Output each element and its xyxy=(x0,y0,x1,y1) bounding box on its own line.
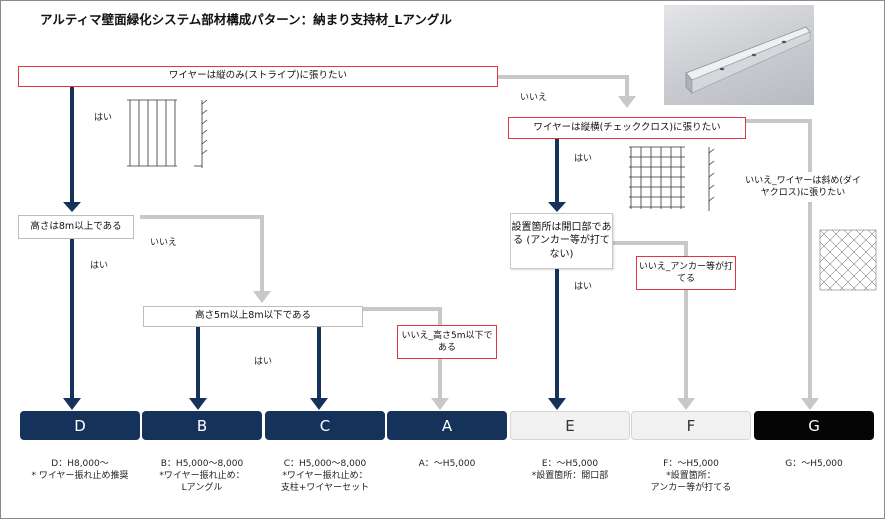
arrow-q1-no xyxy=(497,75,629,97)
no-label-diamond-cross: いいえ_ワイヤーは斜め(ダイヤクロス)に張りたい xyxy=(742,172,864,202)
no-label: いいえ xyxy=(520,93,548,103)
l-angle-image xyxy=(685,26,811,94)
yes-label: はい xyxy=(574,154,593,164)
question-height-over-8m: 高さは8m以上である xyxy=(18,215,134,239)
yes-label: はい xyxy=(90,261,109,271)
no-box-under-5m: いいえ_高さ5m以下である xyxy=(397,325,497,359)
arrow-q3-no xyxy=(140,215,264,292)
diamond-cross-wire-sketch xyxy=(819,229,877,291)
stripe-wire-sketch xyxy=(127,99,208,168)
result-g-description: G：～H5,000 xyxy=(785,459,843,469)
result-b-description: B：H5,000～8,000*ワイヤー振れ止め：Lアングル xyxy=(159,459,245,494)
yes-label: はい xyxy=(254,357,273,367)
no-label: いいえ xyxy=(150,238,178,248)
result-b: B xyxy=(142,411,262,440)
check-cross-wire-sketch xyxy=(629,146,715,211)
result-c: C xyxy=(265,411,385,440)
l-angle-photo xyxy=(664,5,814,105)
arrowhead xyxy=(63,202,81,212)
result-a-description: A：～H5,000 xyxy=(418,459,476,469)
yes-label: はい xyxy=(574,282,593,292)
result-e: E xyxy=(510,411,630,440)
result-d-description: D：H8,000～* ワイヤー振れ止め推奨 xyxy=(31,459,129,482)
arrow-q4-no xyxy=(362,307,442,398)
result-e-description: E：～H5,000*設置箇所：開口部 xyxy=(531,459,609,482)
question-height-5m-to-8m: 高さ5m以上8m以下である xyxy=(143,306,363,327)
page-title: アルティマ壁面緑化システム部材構成パターン：納まり支持材_Lアングル xyxy=(40,12,452,27)
question-opening: 設置箇所は開口部である (アンカー等が打てない) xyxy=(510,213,613,269)
arrow-q5-no xyxy=(610,241,688,398)
result-a: A xyxy=(387,411,507,440)
question-check-cross: ワイヤーは縦横(チェッククロス)に張りたい xyxy=(508,117,746,139)
question-stripe-only: ワイヤーは縦のみ(ストライプ)に張りたい xyxy=(18,66,498,87)
result-g: G xyxy=(754,411,874,440)
result-f-description: F：～H5,000*設置箇所：アンカー等が打てる xyxy=(650,459,732,494)
arrowhead xyxy=(310,398,328,410)
result-f: F xyxy=(631,411,751,440)
result-d: D xyxy=(20,411,140,440)
arrowhead xyxy=(63,398,81,410)
arrow-q2-no xyxy=(745,119,812,398)
arrowhead xyxy=(548,398,566,410)
no-box-anchor-ok: いいえ_アンカー等が打てる xyxy=(636,256,736,290)
result-c-description: C：H5,000～8,000*ワイヤー振れ止め：支柱+ワイヤーセット xyxy=(280,459,370,494)
yes-label: はい xyxy=(94,113,113,123)
arrowhead xyxy=(548,202,566,212)
arrowhead xyxy=(189,398,207,410)
